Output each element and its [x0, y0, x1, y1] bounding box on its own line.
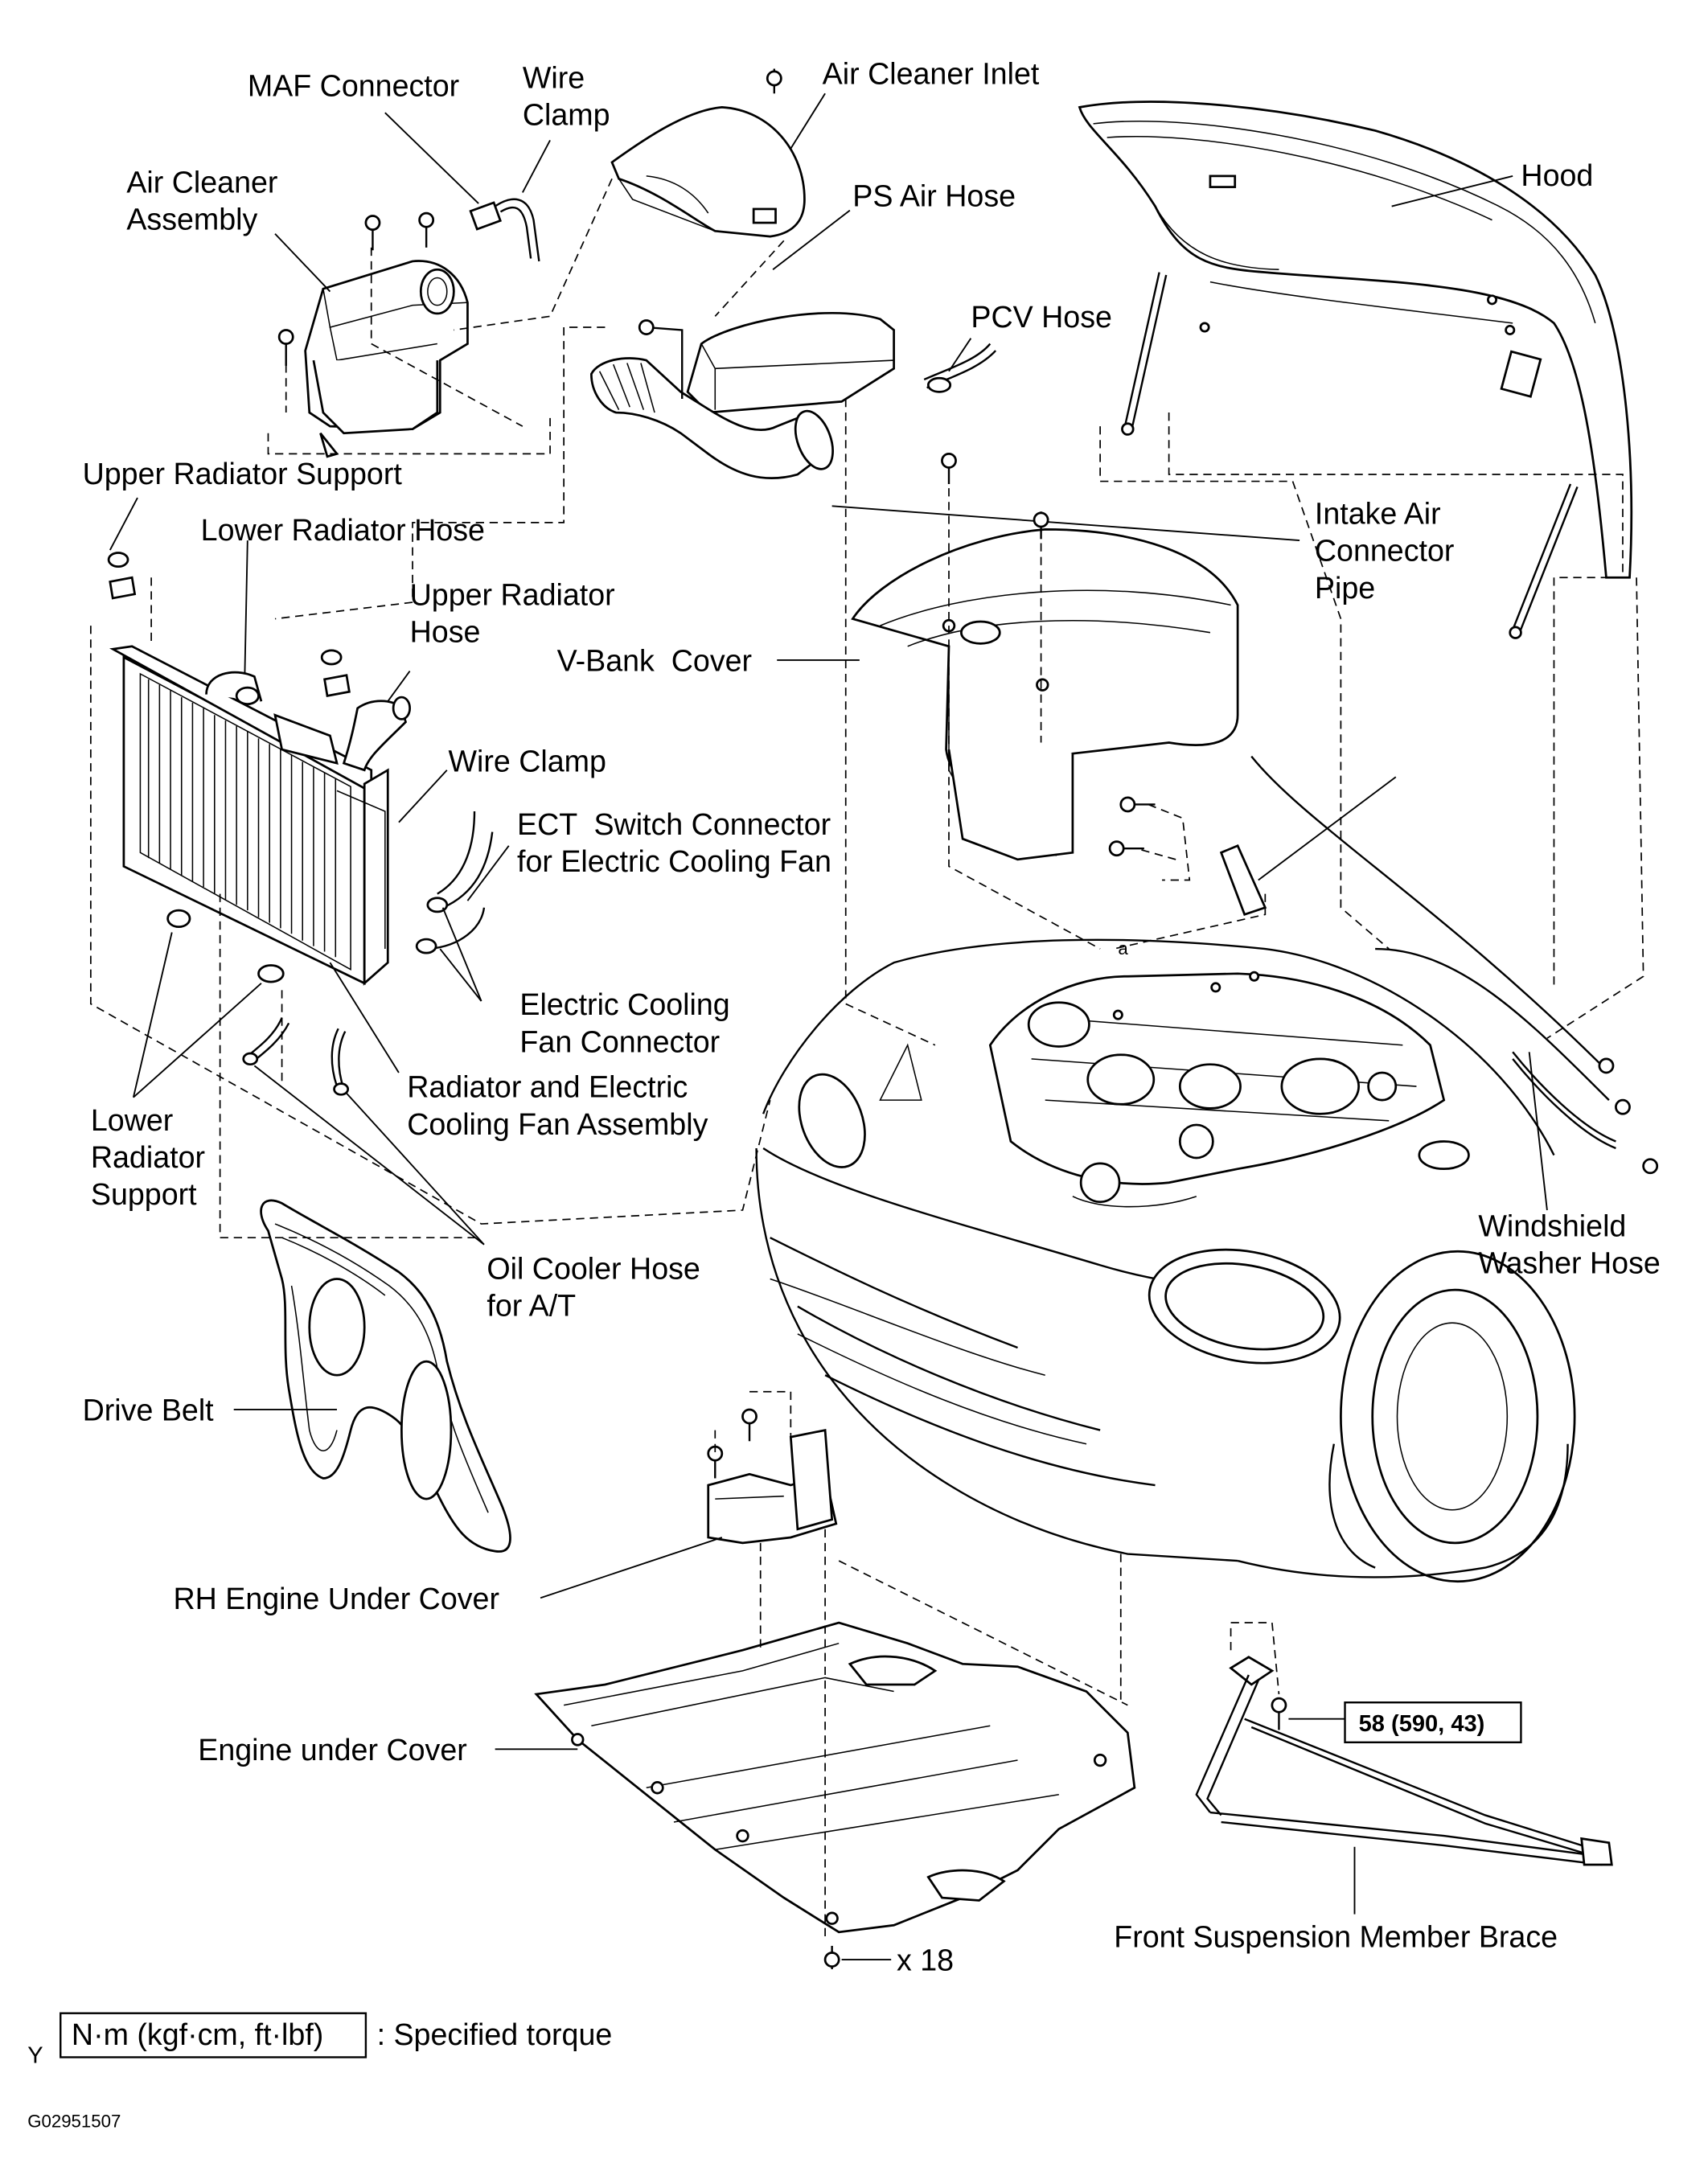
label-engine-under-cover: Engine under Cover: [198, 1733, 467, 1767]
label-pcv-hose: PCV Hose: [971, 300, 1112, 334]
label-wire-clamp-top-2: Clamp: [523, 98, 610, 132]
figure-id: G02951507: [27, 2112, 121, 2132]
label-air-cleaner-assembly-2: Assembly: [126, 203, 257, 236]
label-upper-radiator-hose-1: Upper Radiator: [410, 577, 615, 611]
label-intake-air-3: Pipe: [1315, 571, 1375, 605]
legend-mark: Y: [27, 2042, 43, 2068]
label-ect-switch-2: for Electric Cooling Fan: [517, 844, 831, 878]
label-bolt-count: x 18: [897, 1944, 954, 1977]
label-oil-cooler-hose-2: for A/T: [487, 1289, 576, 1323]
rh-engine-under-cover-part: [540, 1408, 838, 1599]
label-intake-air-2: Connector: [1315, 534, 1455, 568]
label-wire-clamp-top-1: Wire: [523, 60, 585, 94]
legend-unit-box: N·m (kgf·cm, ft·lbf): [72, 2017, 323, 2051]
label-radiator-fan-assembly-2: Cooling Fan Assembly: [407, 1107, 708, 1141]
air-cleaner-assembly-part: [274, 211, 469, 458]
maf-connector-part: [384, 112, 551, 262]
assembly-guide-lines: [90, 178, 1644, 1939]
callout-labels: MAF Connector Wire Clamp Air Cleaner Inl…: [83, 56, 1661, 1976]
pcv-hose-part: [923, 338, 997, 393]
label-wire-clamp-2: Wire Clamp: [449, 744, 606, 778]
label-air-cleaner-assembly-1: Air Cleaner: [126, 165, 277, 199]
torque-value: 58 (590, 43): [1359, 1711, 1485, 1737]
label-windshield-washer-hose-2: Washer Hose: [1478, 1246, 1660, 1280]
label-windshield-washer-hose-1: Windshield: [1478, 1209, 1626, 1242]
label-lower-radiator-support-3: Support: [91, 1177, 197, 1211]
label-ect-switch-1: ECT Switch Connector: [517, 807, 831, 841]
front-suspension-brace-part: [1195, 1656, 1613, 1915]
torque-legend: Y N·m (kgf·cm, ft·lbf) : Specified torqu…: [27, 2012, 613, 2132]
label-upper-radiator-hose-2: Hose: [410, 615, 481, 649]
air-cleaner-inlet-part: [610, 68, 826, 238]
label-radiator-fan-assembly-1: Radiator and Electric: [407, 1070, 688, 1104]
radiator-core-fins: [147, 679, 337, 958]
label-air-cleaner-inlet: Air Cleaner Inlet: [823, 56, 1040, 90]
label-drive-belt: Drive Belt: [83, 1393, 215, 1427]
vehicle-front-part: [755, 755, 1659, 1583]
hood-part: [1078, 101, 1633, 639]
v-bank-cover-part: [777, 452, 1239, 861]
label-mark-a: a: [1118, 938, 1128, 958]
label-ps-air-hose: PS Air Hose: [852, 179, 1016, 213]
drive-belt-part: [233, 1199, 511, 1553]
label-v-bank-cover: V-Bank Cover: [557, 644, 752, 678]
label-rh-engine-under-cover: RH Engine Under Cover: [173, 1582, 499, 1615]
engine-under-cover-part: [495, 1621, 1136, 1969]
label-upper-radiator-support: Upper Radiator Support: [83, 457, 403, 490]
oil-cooler-hose-part: [242, 1017, 485, 1246]
label-maf-connector: MAF Connector: [248, 69, 459, 103]
label-oil-cooler-hose-1: Oil Cooler Hose: [487, 1251, 700, 1285]
radiator-part: [107, 497, 510, 1098]
label-hood: Hood: [1521, 158, 1593, 192]
label-lower-radiator-support-2: Radiator: [91, 1140, 205, 1174]
label-front-suspension-brace: Front Suspension Member Brace: [1114, 1920, 1558, 1954]
legend-description: : Specified torque: [377, 2017, 613, 2051]
label-fan-connector-1: Electric Cooling: [519, 987, 729, 1021]
torque-callout: 58 (590, 43): [1344, 1701, 1522, 1744]
label-lower-radiator-hose: Lower Radiator Hose: [201, 513, 485, 547]
label-fan-connector-2: Fan Connector: [519, 1024, 720, 1058]
label-lower-radiator-support-1: Lower: [91, 1103, 173, 1137]
label-intake-air-1: Intake Air: [1315, 497, 1441, 531]
intake-connector-pipe-part: [589, 209, 1300, 542]
